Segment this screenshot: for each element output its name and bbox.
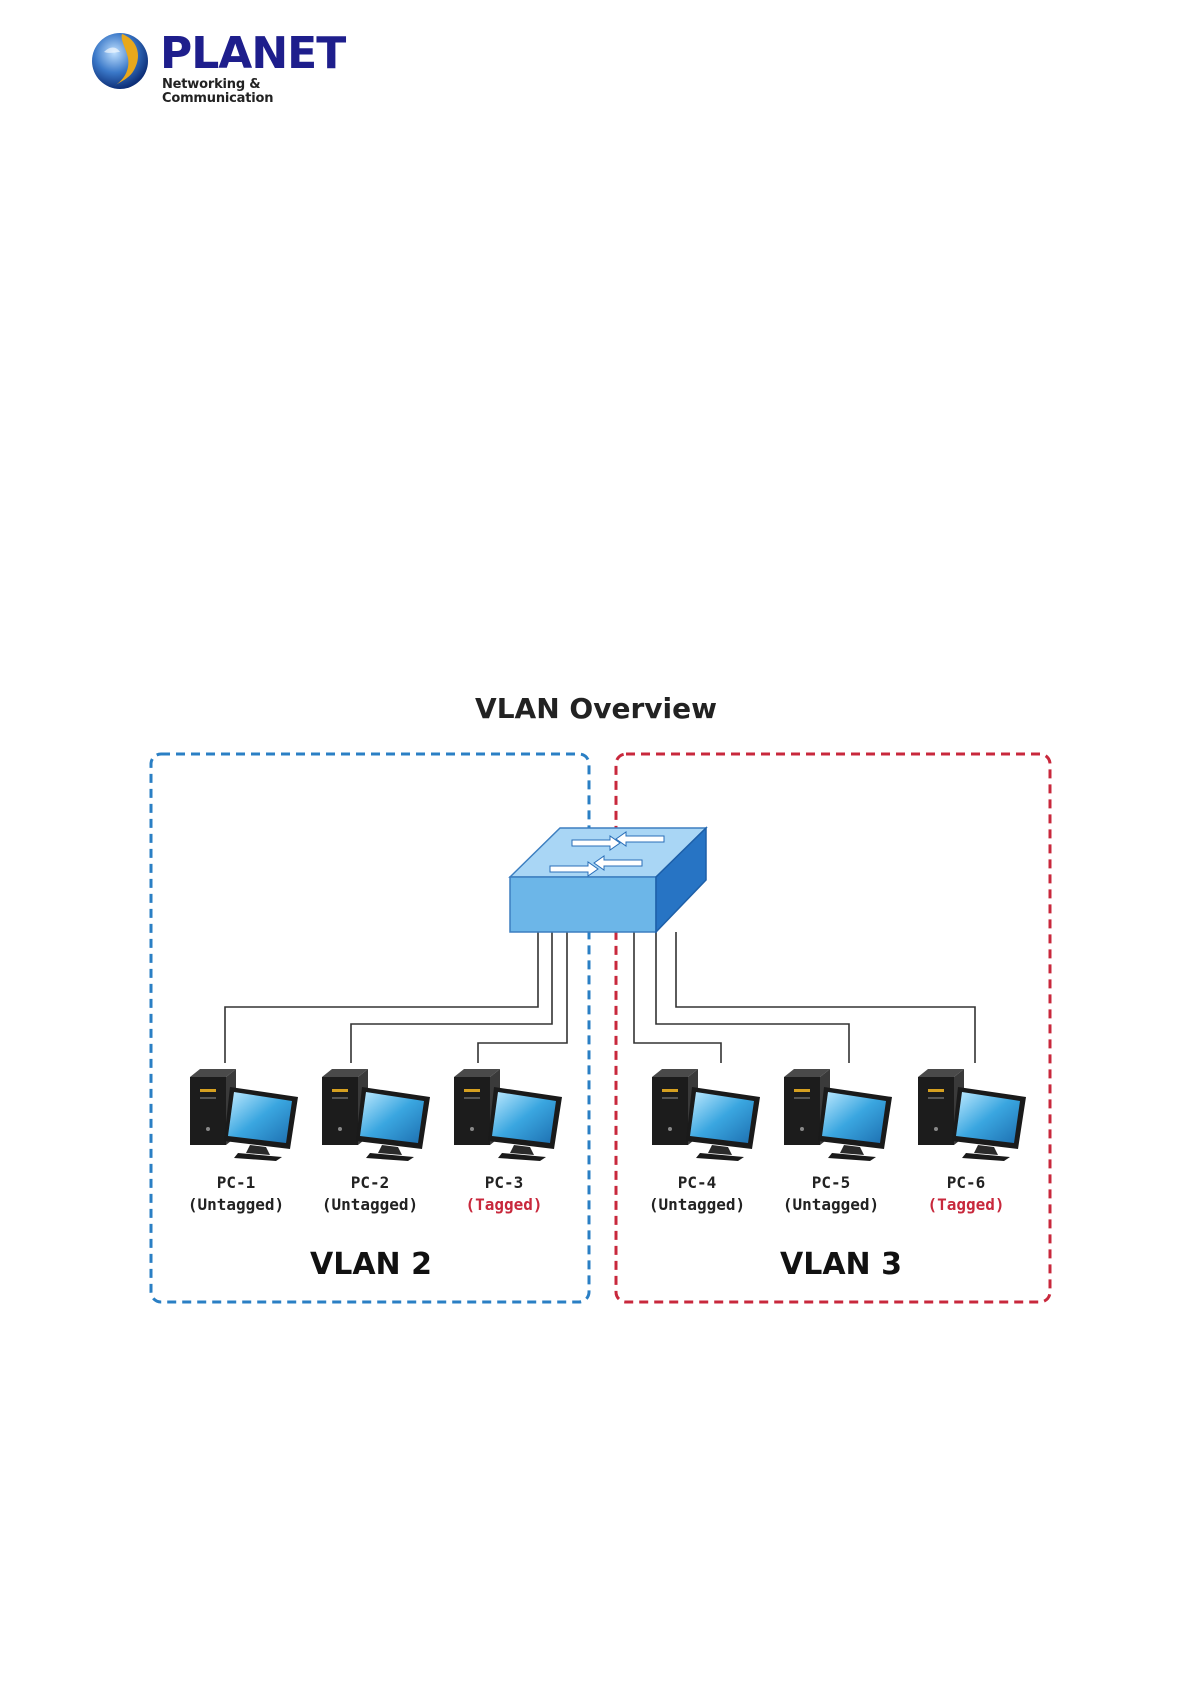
vlan-2-zone bbox=[151, 754, 589, 1302]
pc-5-mode: (Untagged) bbox=[783, 1195, 879, 1214]
pc-6-mode: (Tagged) bbox=[927, 1195, 1004, 1214]
pc-4-computer-icon bbox=[652, 1069, 760, 1161]
pc-4-mode: (Untagged) bbox=[649, 1195, 745, 1214]
pc-3-computer-icon bbox=[454, 1069, 562, 1161]
diagram-title: VLAN Overview bbox=[475, 692, 717, 725]
pc-6-name: PC-6 bbox=[947, 1173, 986, 1192]
switch-icon bbox=[510, 828, 706, 932]
pc-6-computer-icon bbox=[918, 1069, 1026, 1161]
cable-pc4 bbox=[634, 932, 721, 1063]
pc-4-name: PC-4 bbox=[678, 1173, 717, 1192]
pc-2-name: PC-2 bbox=[351, 1173, 390, 1192]
pc-1-name: PC-1 bbox=[217, 1173, 256, 1192]
cable-pc3 bbox=[478, 932, 567, 1063]
pc-5-computer-icon bbox=[784, 1069, 892, 1161]
vlan-3-label: VLAN 3 bbox=[780, 1247, 902, 1282]
pc-2-mode: (Untagged) bbox=[322, 1195, 418, 1214]
pc-5-name: PC-5 bbox=[812, 1173, 851, 1192]
cables bbox=[225, 932, 975, 1063]
pc-1-mode: (Untagged) bbox=[188, 1195, 284, 1214]
pc-2-computer-icon bbox=[322, 1069, 430, 1161]
pc-3-mode: (Tagged) bbox=[465, 1195, 542, 1214]
vlan-2-label: VLAN 2 bbox=[310, 1247, 432, 1282]
pc-1-computer-icon bbox=[190, 1069, 298, 1161]
pc-3-name: PC-3 bbox=[485, 1173, 524, 1192]
